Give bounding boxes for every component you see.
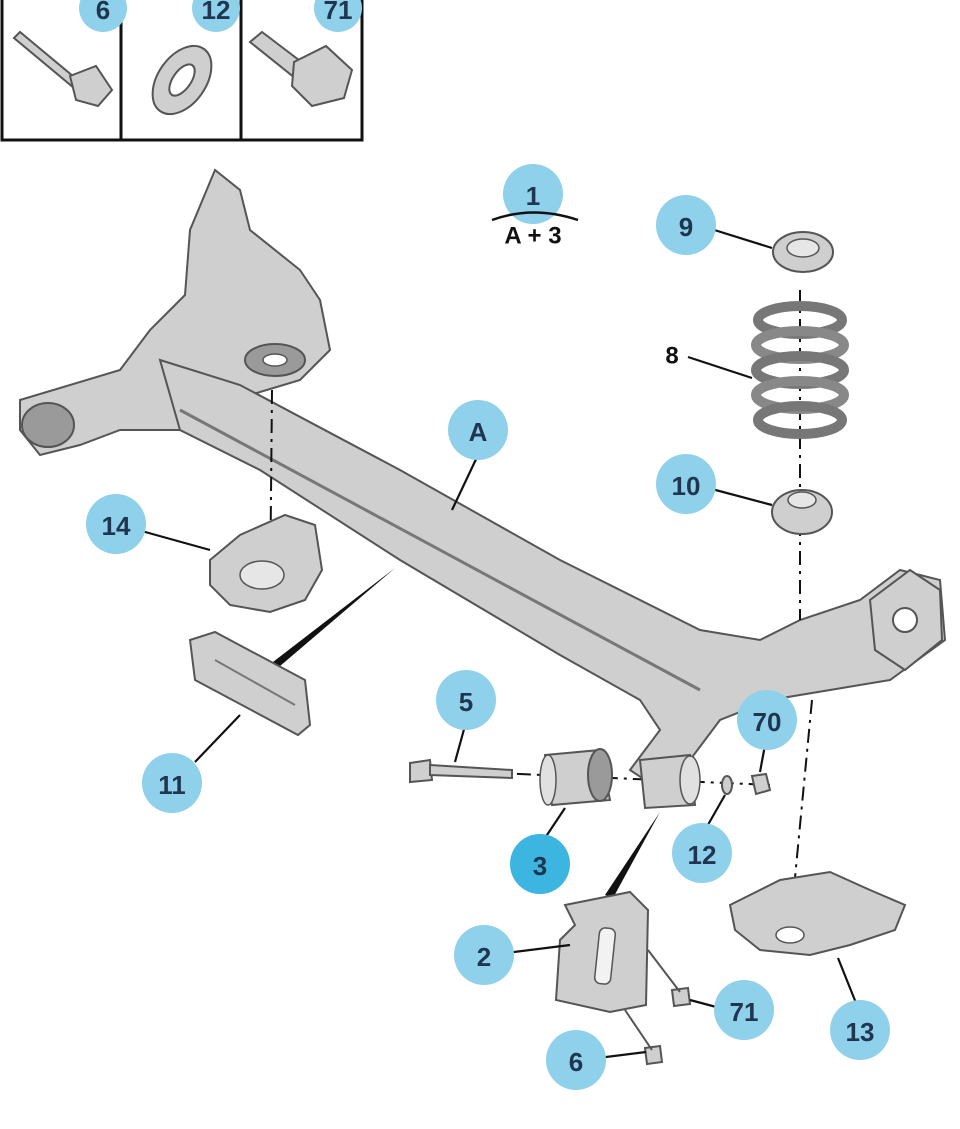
leader-9: [707, 226, 773, 250]
callout-2[interactable]: 2: [454, 925, 514, 985]
callout-12[interactable]: 12: [672, 823, 732, 883]
callout-circle: [314, 0, 362, 32]
callout-label: 5: [459, 687, 473, 717]
callout-circle: [79, 0, 127, 32]
cable-clip-bracket[interactable]: [188, 630, 312, 737]
washer-icon: [151, 44, 213, 116]
pivot-nut[interactable]: [750, 772, 772, 796]
callout-label: 71: [730, 997, 759, 1027]
callout-label: 3: [533, 851, 547, 881]
pivot-bolt[interactable]: [409, 758, 513, 784]
torsion-crossmember: [158, 358, 947, 792]
leader-8: [687, 355, 753, 380]
beam-edge-line: [179, 408, 701, 692]
assembly-callout: 1: [526, 181, 540, 211]
left-trailing-arm: [19, 168, 332, 457]
detail-wedge-right: [605, 812, 660, 898]
callout-6[interactable]: 6: [546, 1030, 606, 1090]
right-seat-axis: [789, 699, 813, 931]
callout-label: 10: [672, 471, 701, 501]
left-bush-eye: [21, 402, 75, 448]
pivot-axis: [429, 769, 771, 786]
leader-13: [836, 957, 860, 1009]
leader-10: [707, 486, 773, 507]
legend-callout-6: 6: [96, 0, 110, 25]
callout-13[interactable]: 13: [830, 1000, 890, 1060]
callout-label: 2: [477, 942, 491, 972]
coil-spring[interactable]: [751, 301, 849, 439]
lower-spring-insulator[interactable]: [771, 489, 833, 535]
bracket-bolt-6[interactable]: [643, 1044, 664, 1066]
callout-3[interactable]: 3: [510, 834, 570, 894]
upper-spring-insulator[interactable]: [772, 231, 834, 273]
legend-callout-12: 12: [202, 0, 231, 25]
beam-bush-housing: [638, 753, 701, 810]
legend-callout-71: 71: [324, 0, 353, 25]
left-seat-hole: [262, 353, 288, 367]
pivot-washer[interactable]: [721, 775, 733, 795]
bracket-bolt-71[interactable]: [670, 986, 692, 1008]
callout-circle[interactable]: [503, 164, 563, 224]
pivot-bush[interactable]: [539, 748, 613, 807]
leader-2: [505, 943, 571, 955]
callout-14[interactable]: 14: [86, 494, 146, 554]
long-bolt-icon: [12, 30, 114, 108]
detail-wedge-left: [260, 568, 395, 678]
legend-cell-flange-bolt[interactable]: 71: [248, 0, 362, 108]
label-8[interactable]: 8: [665, 343, 678, 370]
bolt-axis: [647, 949, 681, 993]
hub-hole: [892, 607, 918, 633]
callout-5[interactable]: 5: [436, 670, 496, 730]
pivot-mounting-bracket[interactable]: [554, 890, 650, 1014]
callout-label: 9: [679, 212, 693, 242]
leader-3: [544, 807, 566, 839]
leader-a: [451, 454, 479, 511]
callout-71[interactable]: 71: [714, 980, 774, 1040]
fastener-legend-box: 6 12 71: [0, 0, 364, 142]
legend-cell-bolt[interactable]: 6: [12, 0, 127, 108]
callout-10[interactable]: 10: [656, 454, 716, 514]
callout-label: 12: [688, 840, 717, 870]
callout-label: 70: [753, 707, 782, 737]
assembly-formula-text: A + 3: [504, 223, 561, 250]
callout-11[interactable]: 11: [142, 753, 202, 813]
rear-axle-beam[interactable]: [19, 168, 947, 792]
callout-label: 11: [158, 770, 186, 800]
leader-6: [597, 1050, 647, 1060]
flange-bolt-icon: [248, 30, 354, 108]
bolt-axis: [624, 1009, 653, 1051]
callout-9[interactable]: 9: [656, 195, 716, 255]
right-spring-seat-bracket[interactable]: [728, 870, 907, 957]
legend-cell-washer[interactable]: 12: [141, 0, 240, 125]
leader-14: [137, 528, 211, 552]
leader-11: [194, 714, 241, 763]
callout-label: 6: [569, 1047, 583, 1077]
abs-sensor-ring-bracket[interactable]: [209, 513, 324, 614]
callout-label: 14: [102, 511, 131, 541]
callout-circle: [192, 0, 240, 32]
callout-a[interactable]: A: [448, 400, 508, 460]
assembly-formula: 1 A + 3: [491, 164, 579, 250]
callout-label: A: [469, 417, 488, 447]
callout-70[interactable]: 70: [737, 690, 797, 750]
callout-label: 13: [846, 1017, 875, 1047]
formula-bar: [491, 211, 579, 222]
